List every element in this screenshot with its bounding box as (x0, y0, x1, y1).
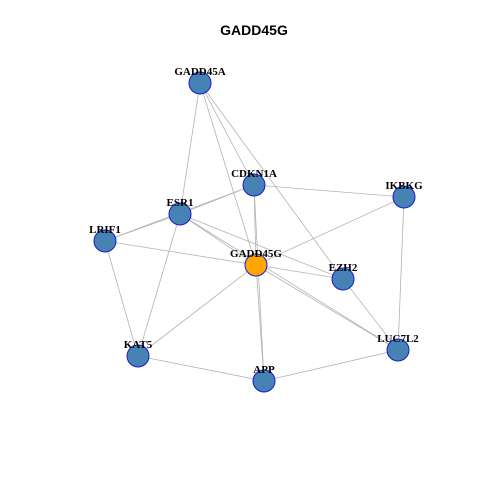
node-app[interactable] (252, 369, 276, 393)
edge-gadd45g-kat5 (137, 264, 257, 357)
node-ezh2[interactable] (331, 267, 355, 291)
edge-esr1-kat5 (137, 213, 181, 357)
edges-group (104, 82, 405, 382)
node-label-kat5: KAT5 (124, 339, 153, 351)
node-label-gadd45g: GADD45G (230, 248, 282, 260)
edge-lrif1-kat5 (104, 240, 139, 357)
node-gadd45g[interactable] (244, 253, 268, 277)
node-label-app: APP (253, 364, 275, 376)
edge-lrif1-gadd45g (104, 240, 257, 266)
edge-app-luc7l2 (263, 349, 399, 382)
edge-esr1-luc7l2 (179, 213, 399, 351)
edge-gadd45g-ezh2 (255, 264, 344, 280)
edge-gadd45g-app (255, 264, 265, 382)
node-lrif1[interactable] (93, 229, 117, 253)
node-label-gadd45a: GADD45A (174, 66, 225, 78)
node-label-cdkn1a: CDKN1A (231, 168, 277, 180)
edge-gadd45g-luc7l2 (255, 264, 399, 351)
edge-ezh2-luc7l2 (342, 278, 399, 351)
edge-kat5-app (137, 355, 265, 382)
node-label-luc7l2: LUC7L2 (377, 333, 419, 345)
node-label-esr1: ESR1 (167, 197, 194, 209)
edge-ikbkg-gadd45g (255, 196, 405, 266)
edge-gadd45a-gadd45g (199, 82, 257, 266)
node-label-ezh2: EZH2 (329, 262, 358, 274)
node-label-ikbkg: IKBKG (385, 180, 423, 192)
edge-esr1-gadd45g (179, 213, 257, 266)
edge-ikbkg-luc7l2 (397, 196, 405, 351)
nodes-group (93, 71, 416, 393)
edge-cdkn1a-app (253, 184, 265, 382)
node-luc7l2[interactable] (386, 338, 410, 362)
edge-gadd45a-cdkn1a (199, 82, 255, 186)
node-esr1[interactable] (168, 202, 192, 226)
edge-gadd45a-esr1 (179, 82, 201, 215)
edge-esr1-ezh2 (179, 213, 344, 280)
edge-cdkn1a-ikbkg (253, 184, 405, 198)
node-kat5[interactable] (126, 344, 150, 368)
node-ikbkg[interactable] (392, 185, 416, 209)
node-cdkn1a[interactable] (242, 173, 266, 197)
edge-gadd45a-ezh2 (199, 82, 344, 280)
node-gadd45a[interactable] (188, 71, 212, 95)
edge-esr1-lrif1 (104, 213, 181, 242)
node-label-lrif1: LRIF1 (89, 224, 121, 236)
diagram-title: GADD45G (220, 22, 288, 38)
